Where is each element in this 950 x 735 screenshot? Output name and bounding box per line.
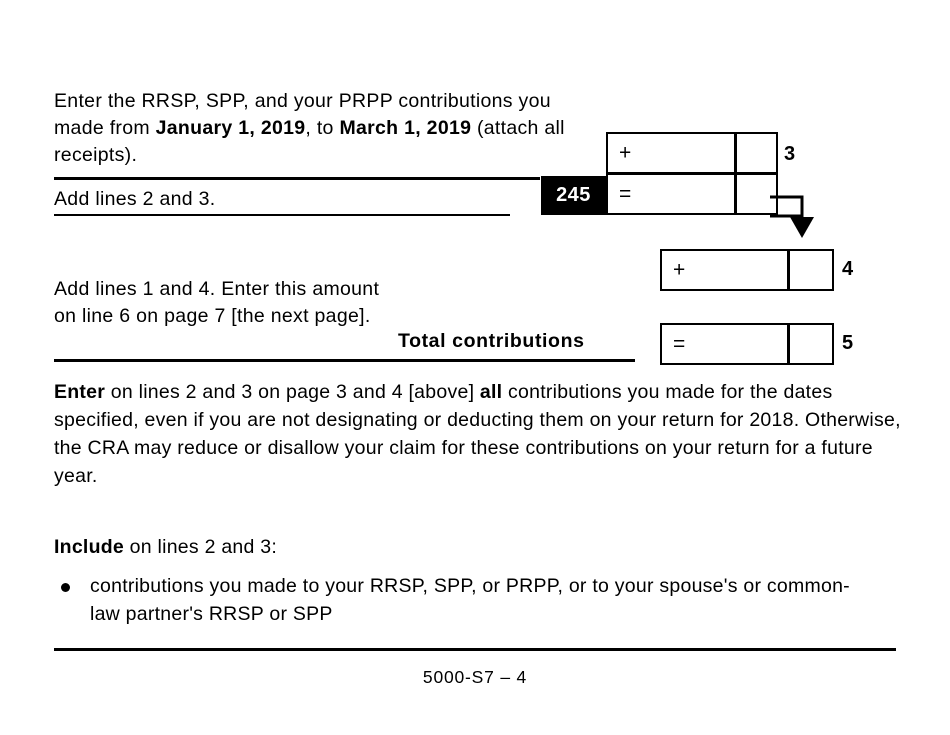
line4-cents-divider	[787, 251, 790, 289]
line-tag-245: 245	[541, 176, 606, 215]
list-item-text: contributions you made to your RRSP, SPP…	[90, 575, 850, 625]
form-code-footer: 5000-S7 – 4	[422, 667, 528, 687]
line245-cents-divider	[734, 175, 737, 213]
include-text-rest: on lines 2 and 3:	[124, 536, 278, 558]
line3-text-part3: (attach all receipts).	[54, 117, 565, 166]
line3-date-from: January 1, 2019	[155, 117, 306, 139]
enter-paragraph-part2: contributions you made for the dates spe…	[54, 381, 901, 487]
bullet-dot-icon	[61, 583, 70, 592]
line3-date-to: March 1, 2019	[339, 117, 472, 139]
rule-above-add-lines-2-3	[54, 177, 540, 180]
rule-below-add-lines-2-3	[54, 214, 510, 216]
line4-operator: +	[673, 258, 686, 282]
line-number-4: 4	[842, 258, 854, 280]
line3-text-part2: , to	[305, 117, 340, 139]
line4-instruction: Add lines 1 and 4. Enter this amount on …	[54, 278, 380, 327]
flow-connector-arrow	[770, 194, 830, 240]
enter-paragraph-part1: on lines 2 and 3 on page 3 and 4 [above]	[105, 381, 480, 403]
line3-operator: +	[619, 141, 632, 165]
line5-cents-divider	[787, 325, 790, 363]
enter-paragraph-bold-lead: Enter	[54, 381, 106, 403]
line245-operator: =	[619, 182, 632, 206]
amount-box-stack: + =	[606, 132, 778, 216]
add-lines-2-and-3-label: Add lines 2 and 3.	[54, 188, 216, 210]
footer-rule	[54, 648, 896, 651]
line-number-5: 5	[842, 332, 854, 354]
line3-amount-box[interactable]: +	[606, 132, 778, 174]
enter-paragraph-bold-all: all	[479, 381, 503, 403]
include-bullet-list: contributions you made to your RRSP, SPP…	[54, 572, 874, 628]
line3-description: Enter the RRSP, SPP, and your PRPP contr…	[54, 88, 594, 169]
line245-amount-box[interactable]: =	[606, 173, 778, 215]
line-number-3: 3	[784, 143, 796, 165]
total-contributions-label: Total contributions	[398, 330, 585, 352]
include-bold-lead: Include	[54, 536, 125, 558]
line5-amount-box[interactable]: =	[660, 323, 834, 365]
include-heading: Include on lines 2 and 3:	[54, 533, 277, 561]
enter-paragraph: Enter on lines 2 and 3 on page 3 and 4 […	[54, 378, 909, 490]
line3-text-part1: Enter the RRSP, SPP, and your PRPP contr…	[54, 90, 551, 139]
line5-operator: =	[673, 332, 686, 356]
line4-amount-box[interactable]: +	[660, 249, 834, 291]
line3-cents-divider	[734, 134, 737, 172]
rule-under-total-contributions	[54, 359, 635, 362]
list-item: contributions you made to your RRSP, SPP…	[54, 572, 874, 628]
